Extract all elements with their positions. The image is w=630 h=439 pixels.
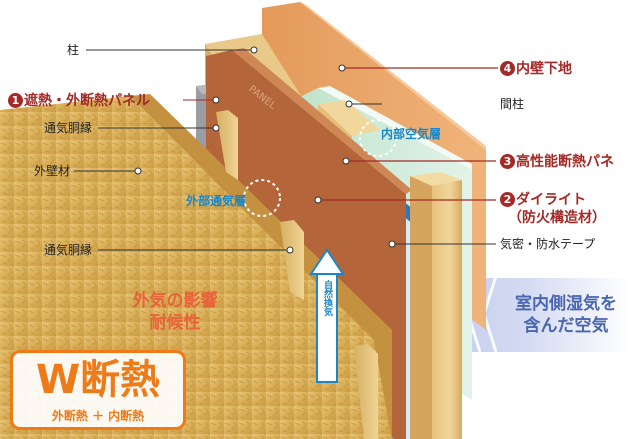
indoor-air-line2: 含んだ空気 xyxy=(523,316,609,336)
label-text: 内壁下地 xyxy=(516,61,572,77)
label-text: ダイライト xyxy=(516,192,586,208)
outside-air-line2: 耐候性 xyxy=(149,313,201,333)
label-natural-ventilation: 自然換気 xyxy=(322,280,332,316)
label-stud: 間柱 xyxy=(500,97,525,111)
indoor-air-text: 室内側湿気を 含んだ空気 xyxy=(504,293,628,337)
natural-ventilation-arrow xyxy=(309,248,345,383)
leader-dots xyxy=(134,46,396,254)
ventilation-batten-upper xyxy=(216,110,238,180)
outside-air-text: 外気の影響 耐候性 xyxy=(120,290,230,334)
front-interior-post xyxy=(410,172,462,439)
number-badge: 2 xyxy=(500,192,515,207)
label-pillar: 柱 xyxy=(67,43,80,57)
leader-lines xyxy=(74,49,496,251)
w-insulation-badge: W断熱 外断熱 ＋ 内断熱 xyxy=(10,350,186,430)
label-ventilation-batten-lower: 通気胴縁 xyxy=(44,243,93,257)
number-badge: 4 xyxy=(500,61,515,76)
indoor-air-line1: 室内側湿気を xyxy=(515,294,617,314)
leader-lines-red xyxy=(318,67,498,201)
outside-air-line1: 外気の影響 xyxy=(132,291,218,311)
number-badge: 1 xyxy=(8,93,23,108)
label-text: 遮熱・外断熱パネル xyxy=(24,93,150,109)
ventilation-batten-lower xyxy=(280,220,378,439)
number-badge: 3 xyxy=(500,154,515,169)
inner-air-layer-circle xyxy=(359,119,397,157)
label-text: 高性能断熱パネ xyxy=(516,154,614,170)
label-airtight-tape: 気密・防水テープ xyxy=(500,237,596,251)
w-insulation-subtitle: 外断熱 ＋ 内断熱 xyxy=(51,409,145,423)
label-inner-air-layer: 内部空気層 xyxy=(381,127,442,141)
w-insulation-title: W断熱 xyxy=(35,357,161,403)
outer-air-layer-circle xyxy=(243,179,281,217)
label-exterior-wall: 外壁材 xyxy=(34,164,71,178)
label-ventilation-batten-upper: 通気胴縁 xyxy=(44,121,93,135)
label-dailite-fireproof: （防火構造材） xyxy=(508,210,606,226)
label-outer-air-layer: 外部通気層 xyxy=(186,194,247,208)
